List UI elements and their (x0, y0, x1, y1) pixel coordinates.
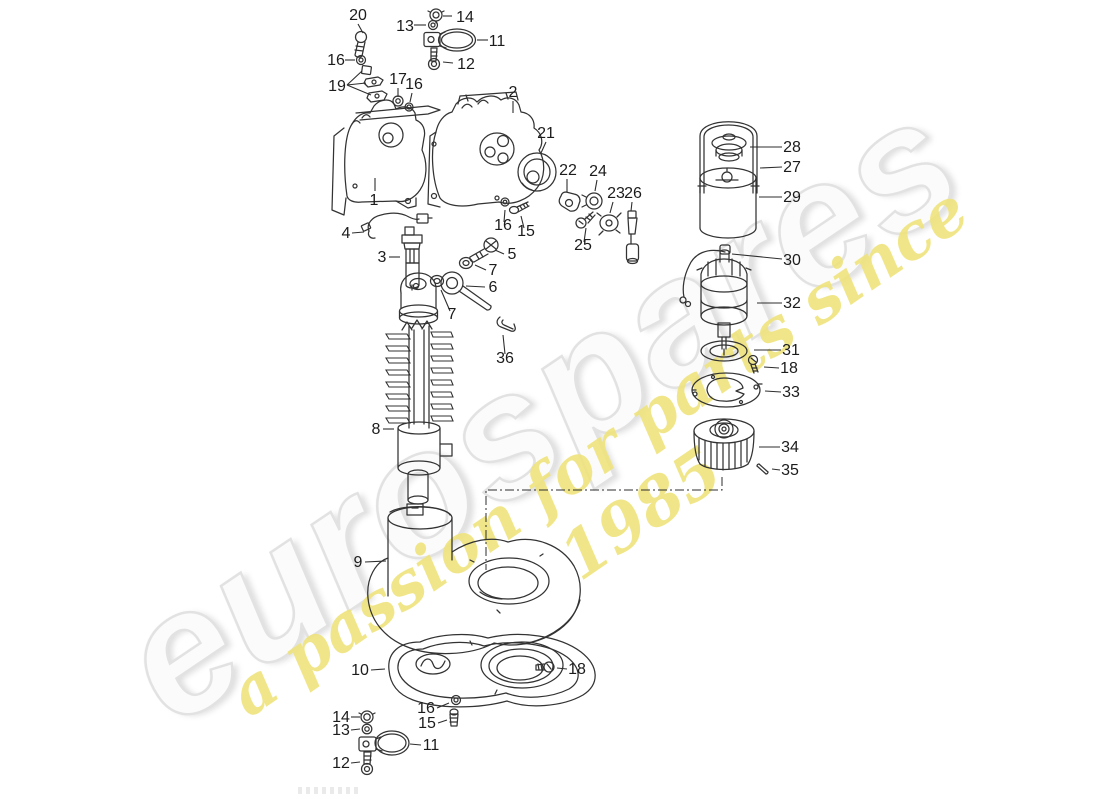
part-bolt (354, 30, 368, 58)
callout-15: 15 (418, 715, 436, 732)
callout-9: 9 (354, 554, 363, 571)
part-housing-left-shell (331, 99, 441, 216)
callout-4: 4 (342, 225, 351, 242)
callout-18: 18 (780, 360, 798, 377)
callout-1: 1 (370, 192, 379, 209)
part-nut (500, 197, 510, 207)
callout-2: 2 (509, 84, 518, 101)
callout-27: 27 (783, 159, 801, 176)
part-washer (458, 256, 474, 270)
part-banjo-bolt (469, 237, 499, 263)
leader-lines (345, 15, 783, 764)
part-clip (558, 191, 581, 212)
part-screw (535, 661, 555, 673)
part-nut (450, 694, 462, 706)
part-banjo-union-pipe (440, 271, 492, 311)
callout-16: 16 (327, 52, 345, 69)
part-nut (358, 710, 376, 724)
callout-33: 33 (782, 384, 800, 401)
callout-20: 20 (349, 7, 367, 24)
part-canister (699, 167, 757, 239)
faded-footnote-marks (298, 787, 362, 794)
callout-31: 31 (782, 342, 800, 359)
callout-labels: 20 14 13 11 12 16 19 17 16 2 21 22 24 23… (327, 7, 801, 772)
callout-17: 17 (389, 71, 407, 88)
part-pin (756, 463, 769, 475)
callout-12: 12 (457, 56, 475, 73)
part-carry-handle (697, 121, 760, 194)
part-cable (360, 212, 433, 239)
callout-6: 6 (489, 279, 498, 296)
callout-12: 12 (332, 755, 350, 772)
part-cable-connector (625, 210, 640, 265)
part-main-housing (367, 503, 581, 655)
callout-10: 10 (351, 662, 369, 679)
callout-5: 5 (508, 246, 517, 263)
callout-32: 32 (783, 295, 801, 312)
callout-18: 18 (568, 661, 586, 678)
callout-35: 35 (781, 462, 799, 479)
part-bolt (427, 47, 441, 71)
callout-28: 28 (783, 139, 801, 156)
part-nut (355, 54, 367, 66)
callout-15: 15 (517, 223, 535, 240)
part-bolt (449, 708, 459, 727)
part-retainer-clips (360, 64, 388, 103)
callout-22: 22 (559, 162, 577, 179)
callout-11: 11 (489, 33, 506, 50)
part-seal-ring (517, 152, 557, 192)
callout-30: 30 (783, 252, 801, 269)
part-heat-exchanger (385, 272, 454, 505)
callout-11: 11 (423, 737, 440, 754)
part-plug (596, 212, 622, 236)
part-blower-wheel (693, 418, 755, 471)
callout-8: 8 (372, 421, 381, 438)
assembly-centerline (485, 477, 723, 570)
part-hose-clamp (358, 730, 410, 756)
callout-24: 24 (589, 163, 607, 180)
callout-13: 13 (332, 722, 350, 739)
part-washer (361, 723, 373, 735)
callout-29: 29 (783, 189, 801, 206)
callout-26: 26 (624, 185, 642, 202)
part-washer (427, 19, 439, 31)
part-screw (747, 354, 759, 374)
part-mounting-flange (691, 372, 763, 408)
callout-23: 23 (607, 185, 625, 202)
part-bolt (360, 751, 374, 776)
part-gasket-ring (700, 340, 748, 362)
callout-14: 14 (456, 9, 474, 26)
part-bottom-cover-plate (388, 633, 596, 708)
callout-3: 3 (378, 249, 387, 266)
part-retaining-clip (496, 316, 516, 332)
part-hose-clamp (423, 28, 477, 52)
part-screw (575, 211, 596, 229)
callout-7: 7 (448, 306, 457, 323)
callout-36: 36 (496, 350, 514, 367)
callout-25: 25 (574, 237, 592, 254)
part-grommet (581, 192, 603, 210)
callout-34: 34 (781, 439, 799, 456)
callout-13: 13 (396, 18, 414, 35)
part-cap (711, 133, 747, 162)
callout-16: 16 (494, 217, 512, 234)
part-screw (508, 201, 530, 215)
part-blower-motor (696, 249, 752, 356)
callout-16: 16 (417, 700, 435, 717)
callout-7: 7 (489, 262, 498, 279)
callout-21: 21 (537, 125, 555, 142)
part-motor-lead-wire (679, 244, 731, 308)
callout-19: 19 (328, 78, 346, 95)
callout-14: 14 (332, 709, 350, 726)
callout-16: 16 (405, 76, 423, 93)
part-housing-right-shell (427, 91, 545, 208)
